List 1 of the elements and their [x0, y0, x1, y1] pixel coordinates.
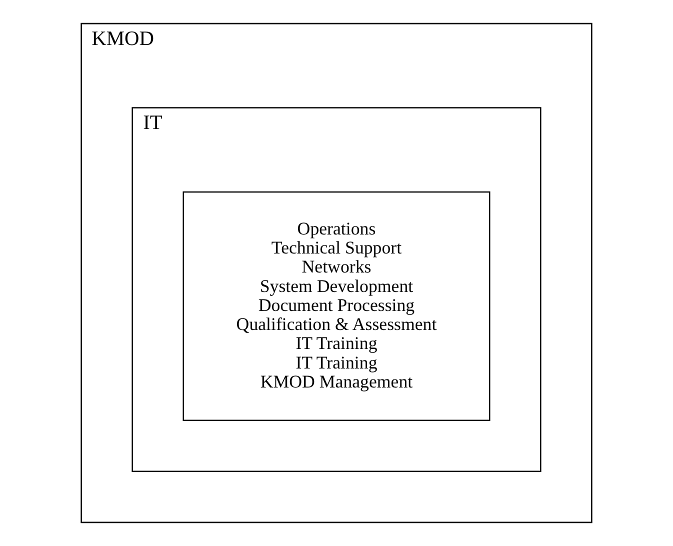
node-box: Operations Technical Support Networks System Development Document Processing Qualification & Assessment IT Training IT Training KMOD Management [182, 191, 490, 421]
